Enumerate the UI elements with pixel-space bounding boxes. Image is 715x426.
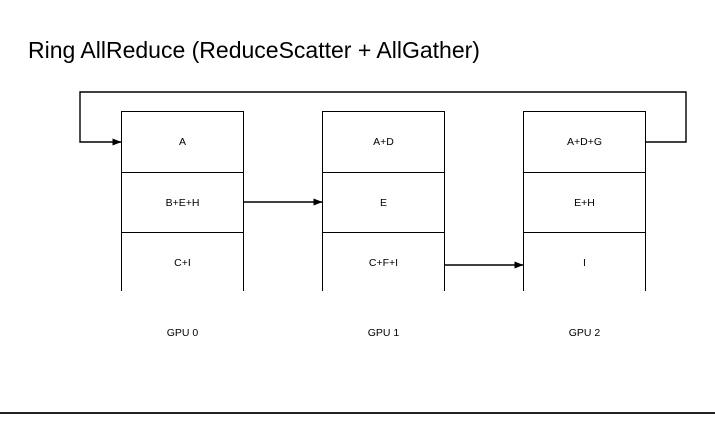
gpu1-cell-0: A+D [323, 112, 444, 172]
gpu-box-0: A B+E+H C+I [121, 111, 244, 292]
gpu-box-2: A+D+G E+H I [523, 111, 646, 292]
footer-divider [0, 412, 715, 414]
gpu0-cell-1: B+E+H [122, 172, 243, 232]
gpu2-cell-0: A+D+G [524, 112, 645, 172]
gpu0-cell-2: C+I [122, 232, 243, 292]
gpu2-cell-2: I [524, 232, 645, 292]
gpu-label-1: GPU 1 [367, 327, 400, 339]
gpu-label-0: GPU 0 [166, 327, 199, 339]
gpu1-cell-1: E [323, 172, 444, 232]
gpu1-cell-2: C+F+I [323, 232, 444, 292]
page-title: Ring AllReduce (ReduceScatter + AllGathe… [28, 37, 480, 63]
gpu2-cell-1: E+H [524, 172, 645, 232]
gpu-label-2: GPU 2 [568, 327, 601, 339]
gpu-box-1: A+D E C+F+I [322, 111, 445, 292]
gpu0-cell-0: A [122, 112, 243, 172]
